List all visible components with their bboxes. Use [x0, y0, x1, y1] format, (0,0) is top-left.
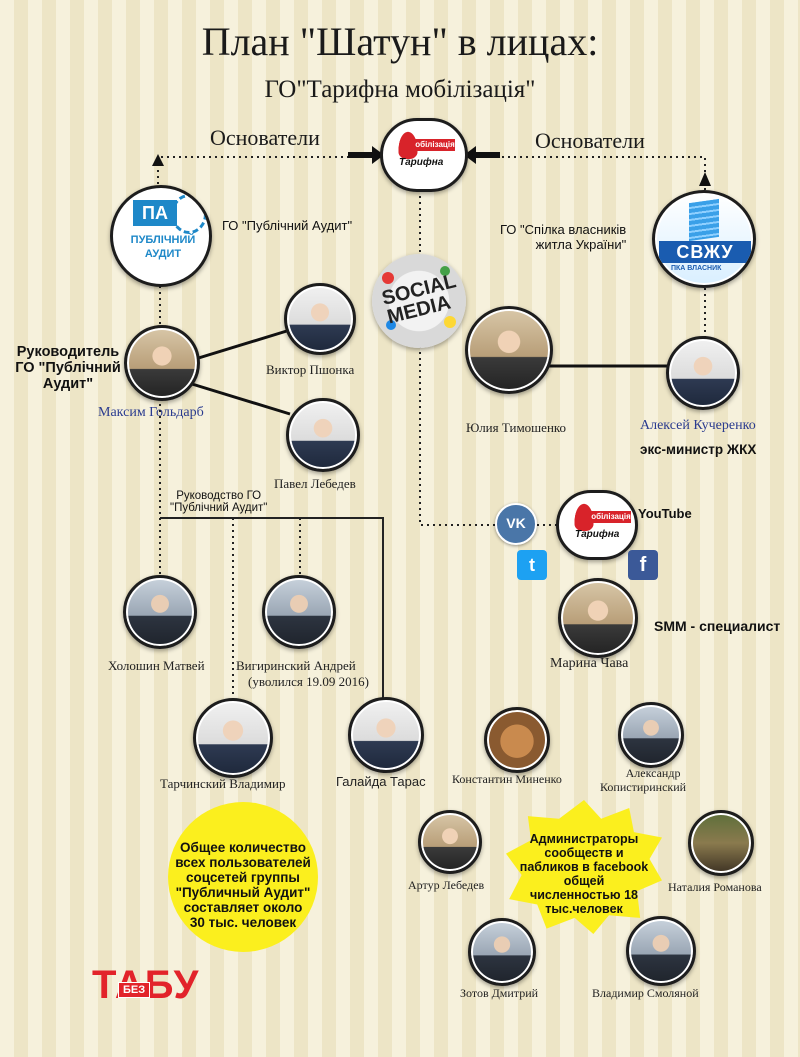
photo-galaida [348, 697, 424, 773]
fingerprint-icon [171, 194, 207, 234]
photo-chava [558, 578, 638, 658]
name-smolyanoy: Владимир Смоляной [592, 986, 699, 1000]
page-title: План "Шатун" в лицах: [201, 19, 599, 64]
name-minenko: Константин Миненко [452, 772, 562, 786]
building-icon [689, 198, 719, 242]
photo-tarchinsky [193, 698, 273, 778]
photo-lebedev-p [286, 398, 360, 472]
name-kucherenko: Алексей Кучеренко [640, 418, 756, 433]
name-zotov: Зотов Дмитрий [460, 986, 539, 1000]
tabu-logo: ТАБУ БЕЗ [92, 962, 198, 1008]
twitter-icon: t [517, 550, 547, 580]
vigirinsky-note: (уволился 19.09 2016) [248, 674, 369, 689]
name-tymoshenko: Юлия Тимошенко [466, 420, 567, 435]
page-subtitle: ГО"Тарифна мобілізація" [264, 76, 536, 103]
photo-tymoshenko [465, 306, 553, 394]
facebook-icon: f [628, 550, 658, 580]
name-galaida: Галайда Тарас [336, 774, 426, 789]
photo-romanova [688, 810, 754, 876]
name-goldarb: Максим Гольдарб [98, 405, 204, 420]
photo-kopistirinsky [618, 702, 684, 768]
photo-zotov [468, 918, 536, 986]
photo-vigirinsky [262, 575, 336, 649]
tarif-mobilization-logo-small: обілізація Тарифна [556, 490, 638, 560]
photo-lebedev-a [418, 810, 482, 874]
name-lebedev-a: Артур Лебедев [408, 878, 485, 892]
name-lebedev-p: Павел Лебедев [274, 476, 356, 491]
photo-goldarb [124, 325, 200, 401]
photo-smolyanoy [626, 916, 696, 986]
svzhu-label: ГО "Спілка власників житла України" [500, 222, 627, 252]
smm-role: SMM - специалист [654, 618, 781, 634]
name-chava: Марина Чава [550, 656, 629, 671]
public-audit-label: ГО "Публічний Аудит" [222, 218, 353, 233]
name-pshonka: Виктор Пшонка [266, 362, 355, 377]
users-callout [168, 802, 318, 952]
photo-minenko [484, 707, 550, 773]
founders-label-left: Основатели [210, 125, 320, 150]
founders-label-right: Основатели [535, 128, 645, 153]
flame-icon [573, 501, 595, 531]
photo-pshonka [284, 283, 356, 355]
vk-icon: VK [495, 503, 537, 545]
admins-callout-text: Администраторы сообществ и пабликов в fa… [519, 832, 649, 916]
svzhu-logo: СВЖУ ПКА ВЛАСНИК [652, 190, 756, 288]
name-tarchinsky: Тарчинский Владимир [160, 776, 286, 791]
tarif-mobilization-logo: обілізація Тарифна [380, 118, 468, 192]
leader-label: Руководитель ГО "Публічний Аудит" [15, 344, 121, 392]
flame-icon [397, 129, 419, 159]
youtube-icon: YouTube [638, 506, 692, 521]
name-vigirinsky: Вигиринский Андрей [236, 658, 356, 673]
name-kholoshin: Холошин Матвей [108, 658, 205, 673]
name-kopistirinsky: Александр Копистиринский [600, 766, 687, 794]
name-romanova: Наталия Романова [668, 880, 762, 894]
kucherenko-role: экс-министр ЖКХ [640, 442, 757, 457]
management-label: Руководство ГО "Публічний Аудит" [170, 490, 268, 514]
public-audit-logo: ПА ПУБЛІЧНИЙ АУДИТ [110, 185, 212, 287]
photo-kucherenko [666, 336, 740, 410]
users-callout-text: Общее количество всех пользователей соцс… [175, 840, 311, 930]
social-media-sphere: SOCIAL MEDIA [372, 254, 466, 348]
photo-kholoshin [123, 575, 197, 649]
